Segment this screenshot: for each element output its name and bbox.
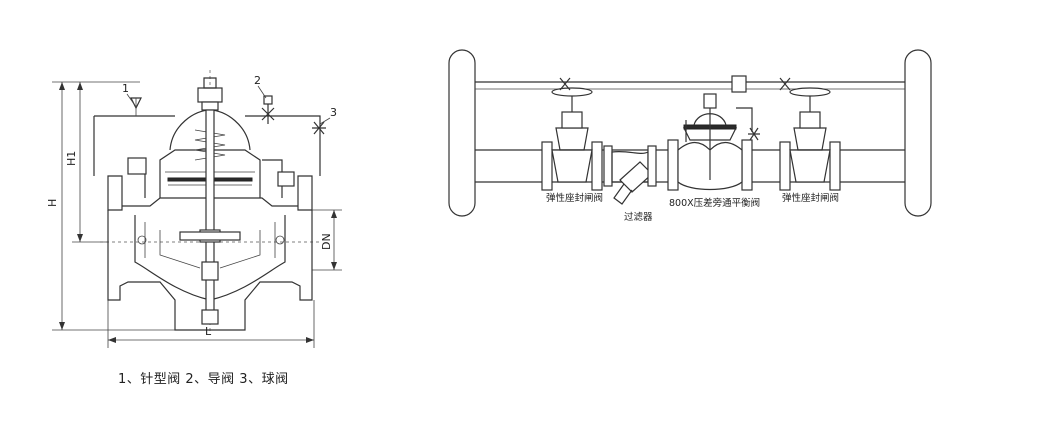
valve-section-drawing: 1 2 3 H H1 DN L xyxy=(46,70,342,348)
callout-2: 2 xyxy=(254,74,261,87)
legend-caption: 1、针型阀 2、导阀 3、球阀 xyxy=(118,372,289,387)
installation-drawing: 弹性座封闸阀 过滤器 800X压差旁通平衡阀 弹性座封闸阀 xyxy=(448,49,932,223)
label-gate-valve-right: 弹性座封闸阀 xyxy=(782,192,839,204)
label-gate-valve-left: 弹性座封闸阀 xyxy=(546,192,603,204)
dim-h-label: H xyxy=(46,199,59,207)
dim-h1-label: H1 xyxy=(65,151,78,166)
callout-3: 3 xyxy=(330,106,337,119)
dim-l-label: L xyxy=(205,325,212,338)
callout-1: 1 xyxy=(122,82,129,95)
label-strainer: 过滤器 xyxy=(624,211,653,223)
label-balance-valve: 800X压差旁通平衡阀 xyxy=(669,197,760,209)
dim-dn-label: DN xyxy=(320,233,333,250)
